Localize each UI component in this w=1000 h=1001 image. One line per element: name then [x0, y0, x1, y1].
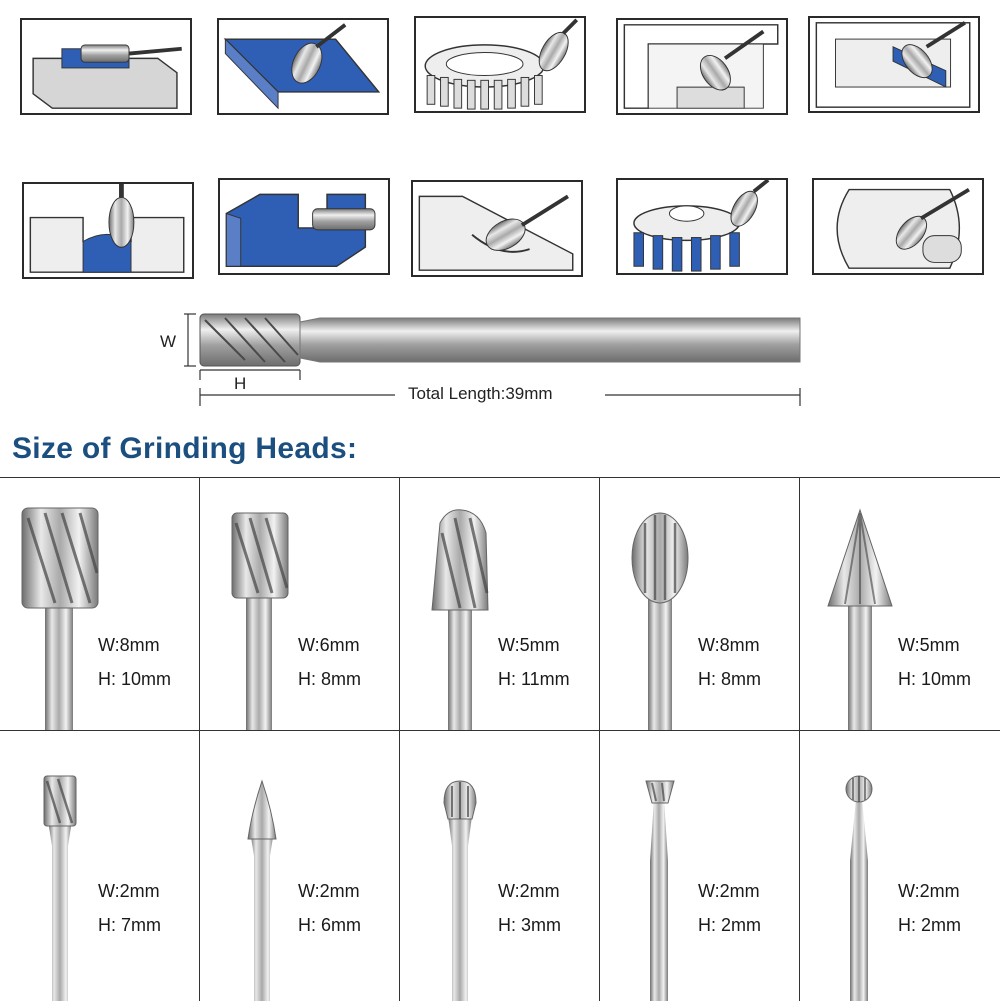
head-dimensions: W:2mm H: 2mm [898, 874, 961, 942]
head-cell-1: W:8mm H: 10mm [0, 478, 200, 731]
head-dimensions: W:6mm H: 8mm [298, 628, 361, 696]
slot-edge-chamfering-icon [808, 16, 980, 113]
grinding-head-size-grid: W:8mm H: 10mm W:6mm H: 8mm W:5mm [0, 477, 1000, 1001]
head-dimensions: W:8mm H: 8mm [698, 628, 761, 696]
rounded-edge-finishing-icon [812, 178, 984, 275]
head-width: W:6mm [298, 635, 360, 655]
head-dimensions: W:5mm H: 11mm [498, 628, 570, 696]
head-height: H: 8mm [698, 669, 761, 689]
head-width: W:8mm [698, 635, 760, 655]
head-width: W:5mm [898, 635, 960, 655]
gear-tooth-grinding-icon [414, 16, 586, 113]
section-title: Size of Grinding Heads: [12, 432, 358, 465]
head-cell-7: W:2mm H: 6mm [200, 731, 400, 1001]
dimension-diagram: W H Total Length:39mm [150, 300, 850, 415]
head-height: H: 11mm [498, 669, 570, 689]
head-width: W:5mm [498, 635, 560, 655]
width-label: W [160, 332, 177, 352]
head-width: W:2mm [898, 881, 960, 901]
head-height: H: 7mm [98, 915, 161, 935]
head-width: W:2mm [498, 881, 560, 901]
gear-face-grinding-icon [616, 178, 788, 275]
head-cell-10: W:2mm H: 2mm [800, 731, 1000, 1001]
head-height: H: 10mm [98, 669, 172, 689]
head-height: H: 3mm [498, 915, 561, 935]
head-height: H: 2mm [698, 915, 761, 935]
head-height: H: 6mm [298, 915, 361, 935]
head-dimensions: W:5mm H: 10mm [898, 628, 971, 696]
head-cell-9: W:2mm H: 2mm [600, 731, 800, 1001]
inner-corner-milling-icon [616, 18, 788, 115]
head-dimensions: W:2mm H: 7mm [98, 874, 161, 942]
head-width: W:2mm [298, 881, 360, 901]
height-label: H [234, 374, 247, 394]
head-width: W:2mm [698, 881, 760, 901]
flat-surface-grinding-icon [20, 18, 192, 115]
head-height: H: 2mm [898, 915, 961, 935]
head-cell-5: W:5mm H: 10mm [800, 478, 1000, 731]
head-dimensions: W:2mm H: 6mm [298, 874, 361, 942]
head-cell-2: W:6mm H: 8mm [200, 478, 400, 731]
application-illustrations [0, 0, 1000, 290]
head-height: H: 10mm [898, 669, 972, 689]
groove-weld-grinding-icon [22, 182, 194, 279]
head-dimensions: W:2mm H: 3mm [498, 874, 561, 942]
head-dimensions: W:8mm H: 10mm [98, 628, 171, 696]
head-cell-8: W:2mm H: 3mm [400, 731, 600, 1001]
head-height: H: 8mm [298, 669, 361, 689]
step-groove-cutting-icon [218, 178, 390, 275]
total-length-label: Total Length:39mm [402, 384, 559, 404]
head-dimensions: W:2mm H: 2mm [698, 874, 761, 942]
head-cell-4: W:8mm H: 8mm [600, 478, 800, 731]
head-cell-6: W:2mm H: 7mm [0, 731, 200, 1001]
head-width: W:2mm [98, 881, 160, 901]
head-width: W:8mm [98, 635, 160, 655]
angled-plate-deburring-icon [217, 18, 389, 115]
head-cell-3: W:5mm H: 11mm [400, 478, 600, 731]
corner-fillet-grinding-icon [411, 180, 583, 277]
